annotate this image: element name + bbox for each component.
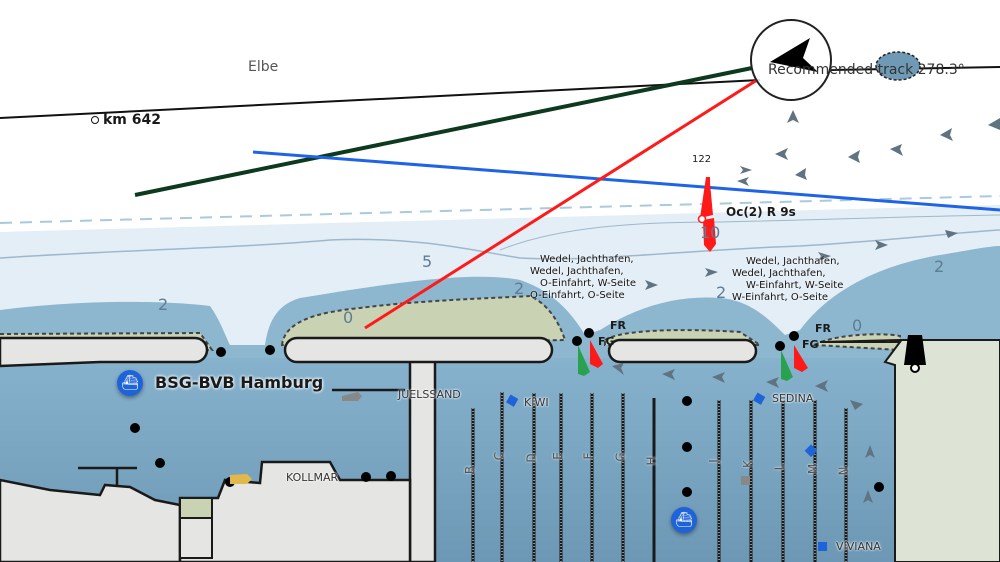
intertidal-strip bbox=[280, 294, 567, 347]
marina-marker-sedina[interactable] bbox=[753, 392, 766, 405]
km-marker-label: km 642 bbox=[103, 112, 161, 128]
green-light-icon bbox=[578, 345, 590, 376]
land bbox=[819, 339, 1000, 562]
pier-label: E bbox=[550, 452, 565, 460]
pier-label: M bbox=[806, 463, 821, 475]
km-marker: km 642 bbox=[91, 112, 161, 128]
harbor-name-sedina[interactable]: SEDINA bbox=[772, 392, 814, 405]
light-characteristic-label: Oc(2) R 9s bbox=[726, 205, 796, 219]
label-line: Wedel, Jachthafen, bbox=[540, 254, 634, 265]
depth-contour-10 bbox=[499, 214, 1000, 251]
pier-label: D bbox=[524, 453, 539, 463]
depth-label: 2 bbox=[716, 283, 727, 302]
land bbox=[283, 336, 554, 562]
light-label-fr: FR bbox=[815, 322, 831, 335]
red-heading-line bbox=[364, 78, 758, 330]
label-line: W-Einfahrt, O-Seite bbox=[732, 292, 829, 303]
harbor-entrance-label-west: Wedel, Jachthafen, Wedel, Jachthafen, W-… bbox=[732, 256, 843, 304]
ferry-icon: ⛴ bbox=[121, 375, 139, 391]
mooring-buoys bbox=[130, 345, 884, 497]
pier-label: B bbox=[463, 465, 478, 475]
land bbox=[607, 338, 758, 364]
green-light-icon bbox=[781, 350, 793, 381]
label-line: O-Einfahrt, W-Seite bbox=[540, 278, 637, 289]
harbor-name-kollmar[interactable]: KOLLMAR bbox=[286, 471, 339, 484]
ferry-icon: ⛴ bbox=[675, 512, 693, 528]
light-label-fg: FG bbox=[598, 335, 615, 348]
pier-label: L bbox=[772, 463, 787, 471]
harbor-entrance-label-east: Wedel, Jachthafen, Wedel, Jachthafen, O-… bbox=[530, 254, 636, 302]
jetty bbox=[78, 388, 405, 486]
green-track-line bbox=[134, 66, 753, 197]
black-route-line bbox=[0, 79, 761, 119]
land bbox=[0, 336, 209, 368]
depth-label: 2 bbox=[934, 257, 945, 276]
dashed-fairway-line bbox=[0, 195, 1000, 224]
buoy-position bbox=[697, 214, 707, 224]
pier-label: F bbox=[581, 452, 596, 460]
vessel-icon[interactable] bbox=[230, 474, 252, 484]
river-label: Elbe bbox=[248, 59, 279, 75]
depth-label: 0 bbox=[343, 308, 354, 327]
depth-label: 10 bbox=[700, 223, 721, 242]
pier-label: H bbox=[644, 456, 659, 466]
harbor-name-kiwi[interactable]: KIWI bbox=[524, 396, 549, 409]
land bbox=[0, 478, 182, 562]
ferry-poi-button[interactable]: ⛴ bbox=[671, 507, 697, 533]
pier-label: G bbox=[613, 452, 628, 462]
recommended-track-label: Recommended track 278.3° bbox=[768, 62, 965, 78]
pier-dashes bbox=[472, 392, 847, 562]
pier-label: J bbox=[706, 459, 721, 463]
depth-contour-5 bbox=[0, 229, 1000, 260]
label-line: O-Einfahrt, O-Seite bbox=[530, 290, 625, 301]
entrance-lights-west[interactable] bbox=[775, 331, 808, 381]
vessel-heading-arrow-icon bbox=[770, 38, 818, 72]
grey-marker bbox=[741, 476, 750, 485]
depth-label: 5 bbox=[422, 252, 433, 271]
red-buoy-icon[interactable] bbox=[700, 177, 716, 252]
beacon-icon[interactable] bbox=[904, 335, 926, 365]
poi-label[interactable]: BSG-BVB Hamburg bbox=[155, 373, 324, 392]
building bbox=[179, 517, 213, 559]
buoy-number-label: 122 bbox=[692, 154, 712, 165]
marina-marker-viviana[interactable] bbox=[818, 542, 827, 551]
pier-label: C bbox=[492, 451, 507, 461]
label-line: W-Einfahrt, W-Seite bbox=[746, 280, 844, 291]
current-arrows bbox=[612, 110, 1000, 503]
green-plot bbox=[179, 497, 213, 519]
depth-label: 2 bbox=[514, 279, 525, 298]
harbor-name-viviana[interactable]: VIVIANA bbox=[836, 540, 881, 553]
land bbox=[178, 460, 412, 562]
label-line: Wedel, Jachthafen, bbox=[530, 266, 624, 277]
red-light-icon bbox=[794, 345, 808, 372]
light-label-fg: FG bbox=[802, 338, 819, 351]
red-light-icon bbox=[590, 340, 603, 368]
obstruction-area bbox=[875, 51, 921, 81]
marina-marker-kiwi[interactable] bbox=[506, 394, 519, 407]
km-marker-icon bbox=[91, 116, 99, 124]
ferry-poi-button[interactable]: ⛴ bbox=[117, 370, 143, 396]
entrance-lights-east[interactable] bbox=[572, 328, 603, 376]
light-label-fr: FR bbox=[610, 319, 626, 332]
pier-label: K bbox=[740, 460, 755, 468]
pier-label: N bbox=[836, 466, 851, 476]
vessel-icon[interactable] bbox=[342, 392, 362, 401]
label-line: Wedel, Jachthafen, bbox=[732, 268, 826, 279]
harbor-name-juelssand[interactable]: JUELSSAND bbox=[398, 388, 461, 401]
label-line: Wedel, Jachthafen, bbox=[746, 256, 840, 267]
depth-label: 2 bbox=[158, 295, 169, 314]
depth-label: 0 bbox=[852, 316, 863, 335]
blue-route-line bbox=[252, 150, 1000, 212]
